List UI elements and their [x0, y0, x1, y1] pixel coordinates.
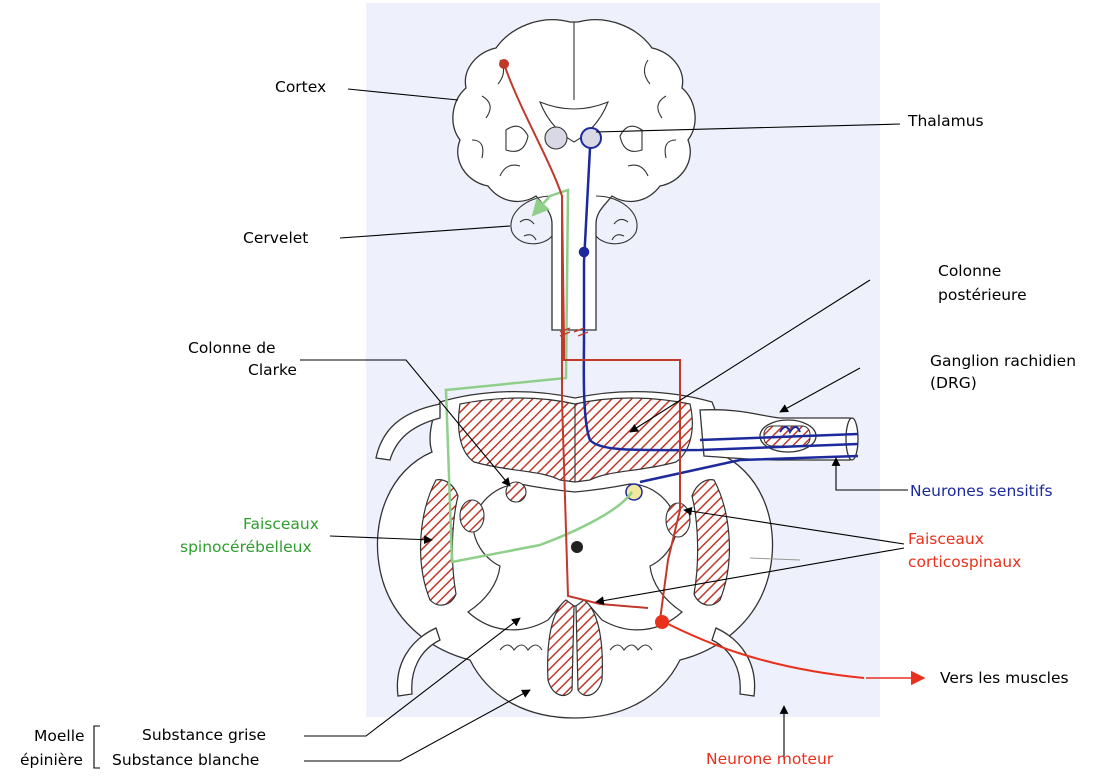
label-faisceaux-spino-line2: spinocérébelleux [180, 538, 312, 557]
label-ganglion-line1: Ganglion rachidien [930, 352, 1076, 371]
label-substance-blanche: Substance blanche [112, 751, 259, 770]
label-colonne-clarke-line2: Clarke [248, 361, 297, 380]
label-moelle-line1: Moelle [34, 727, 85, 746]
label-ganglion-line2: (DRG) [930, 374, 977, 393]
label-faisceaux-spino-line1: Faisceaux [243, 515, 319, 534]
label-faisceaux-cortico-line2: corticospinaux [908, 553, 1021, 572]
spinocerebellar-oval-left [460, 500, 484, 532]
label-cervelet: Cervelet [243, 229, 308, 248]
central-canal [571, 541, 583, 553]
label-colonne-posterieure-line2: postérieure [938, 286, 1027, 305]
label-colonne-clarke-line1: Colonne de [188, 339, 276, 358]
label-neurone-moteur: Neurone moteur [706, 750, 833, 769]
label-moelle-line2: épinière [20, 751, 83, 770]
label-colonne-posterieure-line1: Colonne [938, 262, 1001, 281]
label-thalamus: Thalamus [908, 112, 984, 131]
label-faisceaux-cortico-line1: Faisceaux [908, 530, 984, 549]
label-substance-grise: Substance grise [142, 726, 266, 745]
label-cortex: Cortex [275, 78, 326, 97]
label-neurones-sensitifs: Neurones sensitifs [910, 482, 1053, 501]
label-vers-muscles: Vers les muscles [940, 669, 1069, 688]
thalamus-nucleus-left [545, 127, 567, 149]
thalamus-nucleus-right [581, 128, 601, 148]
motor-neuron-cell [655, 615, 669, 629]
